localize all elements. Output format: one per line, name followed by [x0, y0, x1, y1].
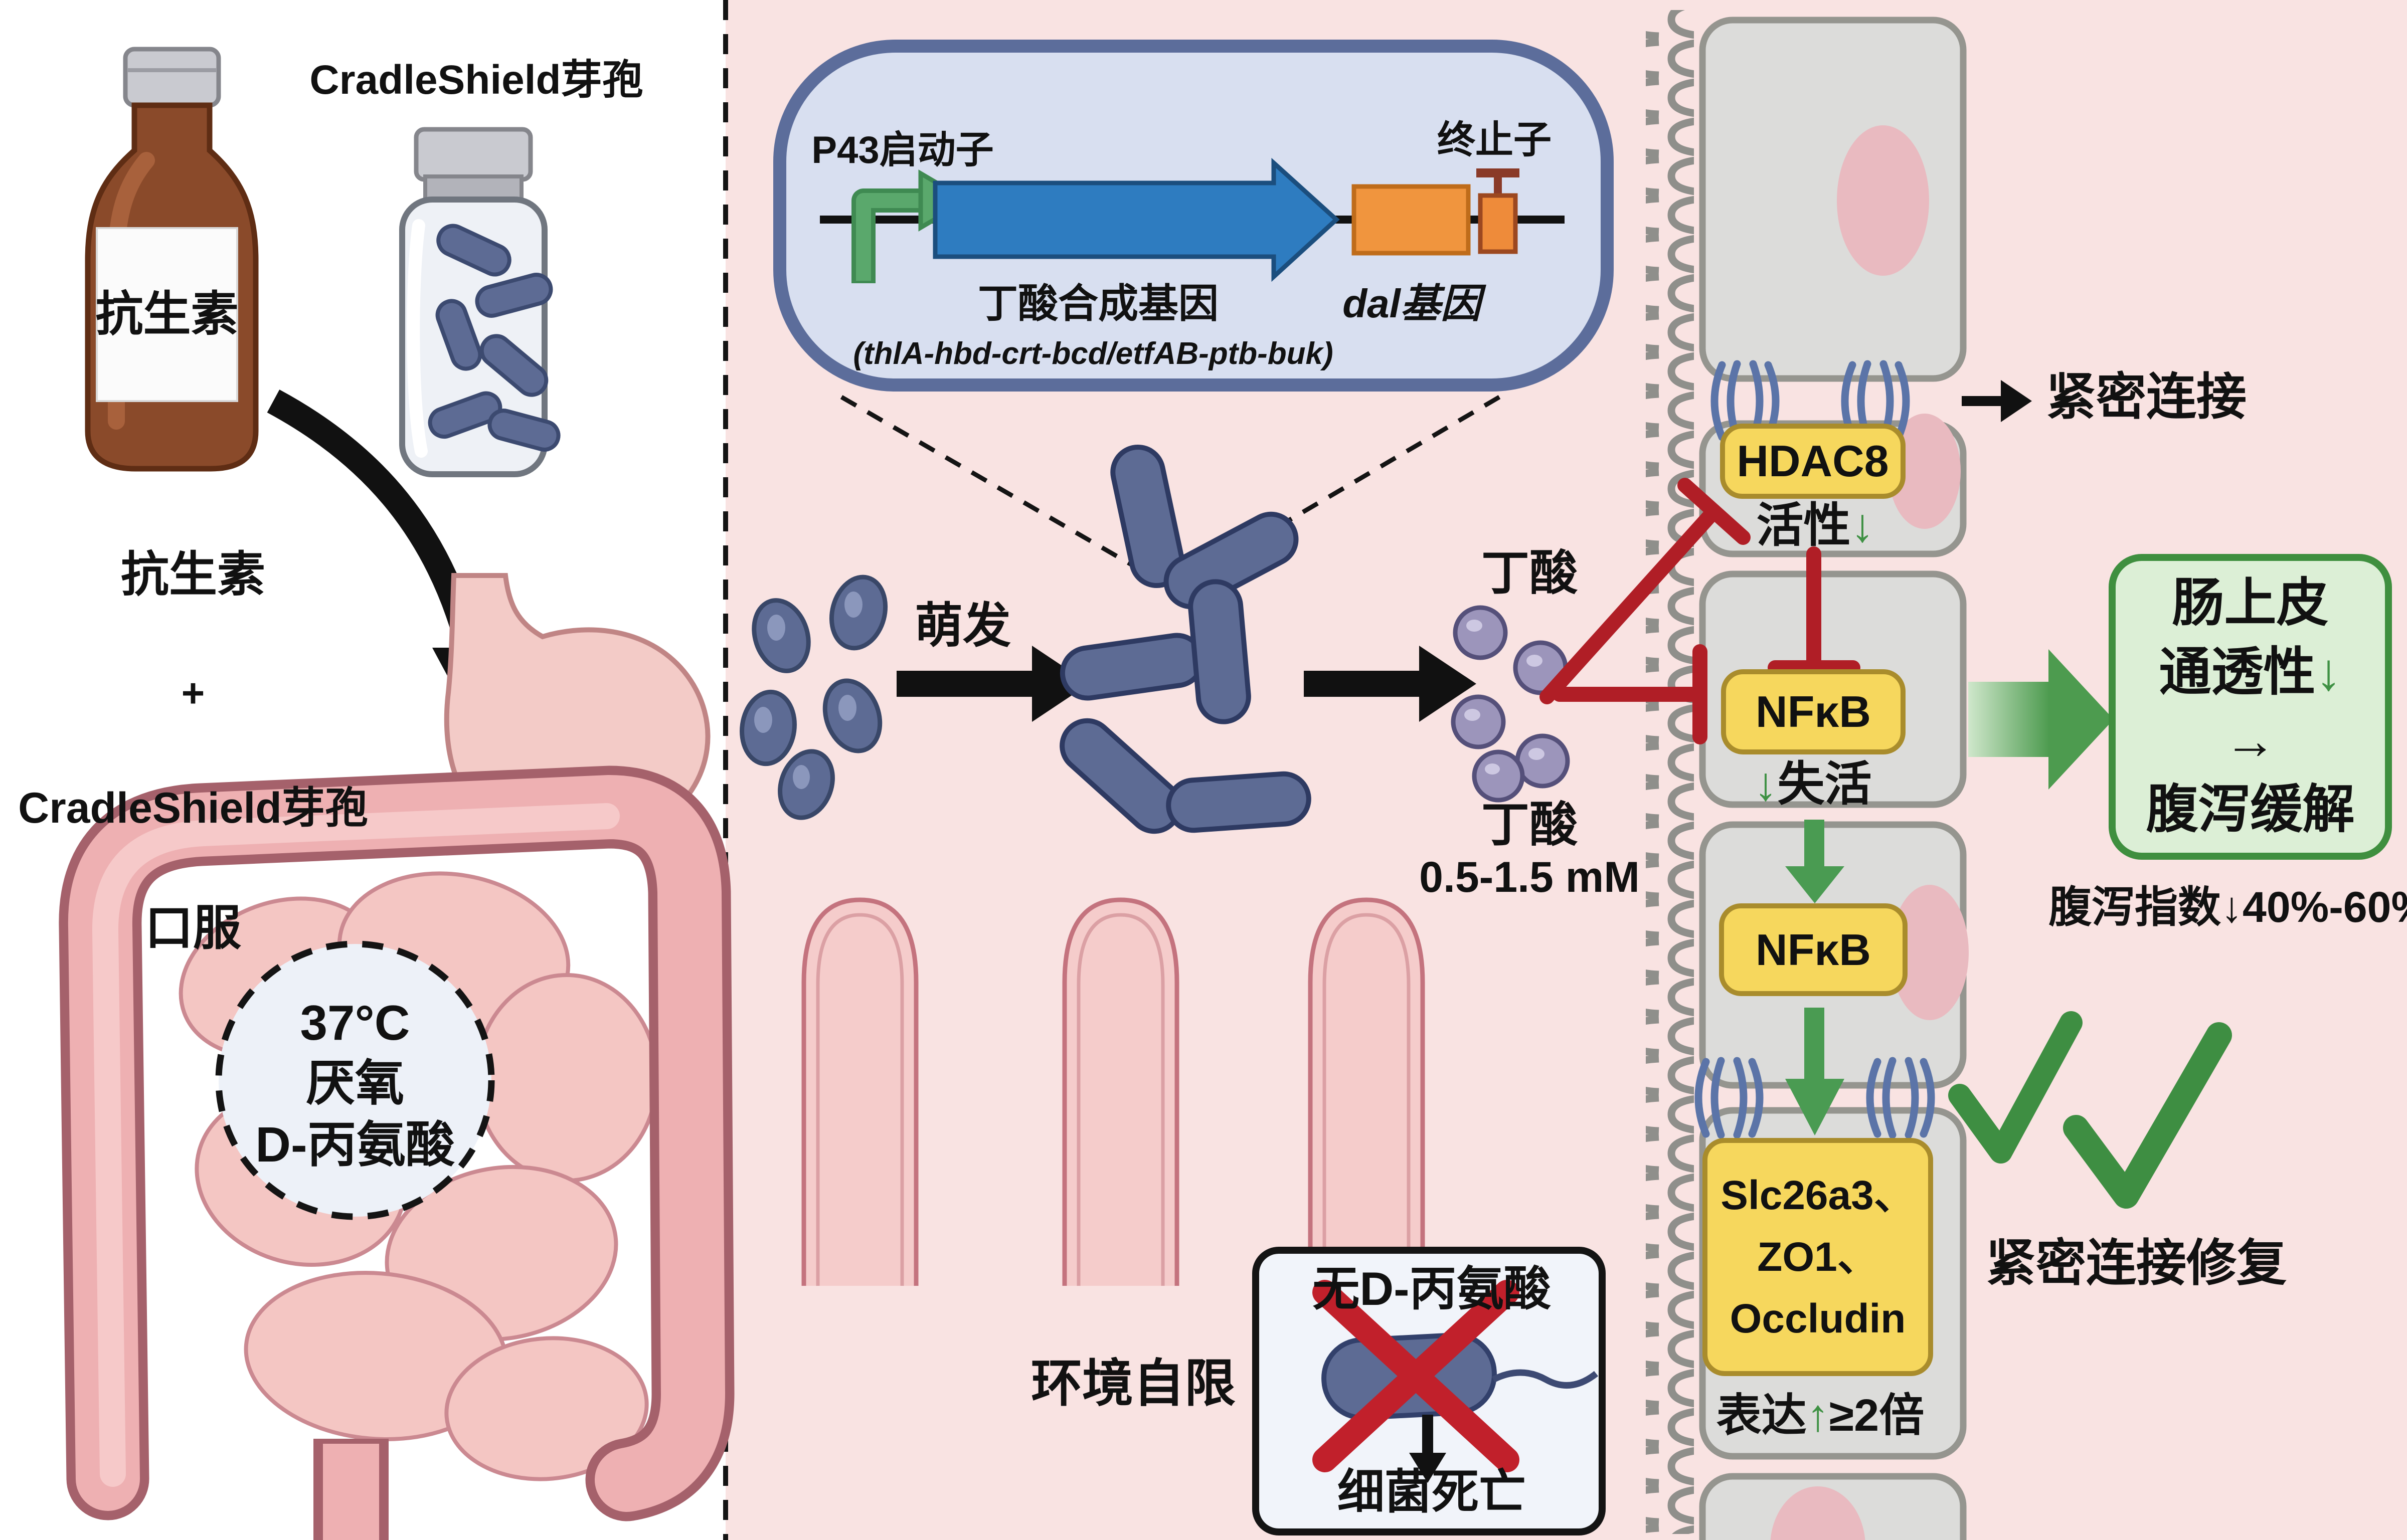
inactivation-text: 失活	[1777, 757, 1872, 811]
outcome-line1: 肠上皮	[2172, 574, 2329, 633]
tj-gene-slc26a3: Slc26a3、	[1721, 1173, 1915, 1218]
nfkb1-label: NFκB	[1756, 687, 1871, 736]
outcome-permeability: 通透性	[2159, 643, 2316, 701]
hdac8-activity-label: 活性↓	[1725, 500, 1906, 550]
outcome-line2: 通透性↓	[2159, 638, 2341, 707]
microvilli-brush-border	[1646, 10, 1694, 1534]
gut-condition-dala: D-丙氨酸	[255, 1116, 455, 1172]
tight-junction-pointer-arrow	[1962, 380, 2032, 422]
diarrhea-index-label: 腹泻指数↓40%-60%	[2048, 883, 2407, 931]
dal-gene-label: dal基因	[1342, 281, 1481, 326]
tj-genes-box: Slc26a3、 ZO1、 Occludin	[1702, 1138, 1933, 1376]
oral-text-plus: +	[181, 670, 205, 715]
outcome-arrow	[1968, 649, 2114, 790]
activity-text: 活性	[1756, 498, 1851, 551]
nfkb-box-2: NFκB	[1719, 903, 1908, 996]
expression-label: 表达↑≥2倍	[1685, 1388, 1956, 1444]
spores-cluster	[740, 574, 888, 820]
hdac8-label: HDAC8	[1737, 436, 1889, 486]
inhibition-lines	[1539, 478, 1860, 744]
nfkb-box-1: NFκB	[1721, 669, 1906, 754]
bacterial-death-label: 细菌死亡	[1337, 1465, 1526, 1518]
expression-value: ≥2倍	[1829, 1390, 1925, 1441]
gut-condition-anaerobic: 厌氧	[305, 1055, 404, 1110]
expression-up-arrow: ↑	[1806, 1390, 1829, 1441]
activity-down-arrow: ↓	[1850, 498, 1874, 551]
butyrate-gene-sublabel: (thlA-hbd-crt-bcd/etfAB-ptb-buk)	[853, 336, 1333, 371]
terminator-label: 终止子	[1437, 118, 1552, 161]
outcome-down-arrow: ↓	[2315, 643, 2342, 701]
tj-repair-label: 紧密连接修复	[1986, 1235, 2287, 1291]
red-x-icon	[1312, 1280, 1519, 1472]
self-limit-box-art	[1252, 1247, 1606, 1535]
butyrate-gene-label: 丁酸合成基因	[978, 281, 1219, 326]
antibiotic-bottle-label: 抗生素	[95, 287, 239, 341]
spore-vial-illustration	[399, 127, 561, 477]
colon-illustration	[59, 765, 735, 1521]
gut-conditions-circle	[215, 940, 495, 1220]
germinated-bacteria-cluster	[1060, 444, 1311, 834]
death-arrow-icon	[1409, 1415, 1446, 1483]
butyrate-molecules	[1451, 605, 1570, 803]
nfkb2-label: NFκB	[1756, 924, 1871, 975]
oral-text-line4: 口服	[145, 901, 241, 955]
nfkb-inactivation-label: ↓失活	[1720, 758, 1906, 811]
gene-construct-plasmid	[773, 40, 1614, 392]
no-dala-label: 无D-丙氨酸	[1312, 1262, 1551, 1315]
outcome-box: 肠上皮 通透性↓ → 腹泻缓解	[2109, 554, 2392, 860]
dal-gene-box-icon	[1351, 184, 1471, 256]
tj-gene-zo1: ZO1、	[1757, 1234, 1878, 1280]
butyrate-production-arrow	[1304, 646, 1476, 722]
self-limit-title: 环境自限	[1031, 1355, 1236, 1412]
villi-illustration	[801, 897, 1425, 1286]
tight-junction-label: 紧密连接	[2046, 369, 2247, 425]
butyrate-gene-arrow-icon	[933, 157, 1340, 282]
oral-text-line1: 抗生素	[121, 548, 265, 602]
tj-gene-occludin: Occludin	[1730, 1296, 1906, 1341]
expression-text: 表达	[1716, 1390, 1807, 1441]
germination-arrow	[897, 646, 1089, 722]
gut-condition-temp: 37°C	[300, 995, 410, 1050]
butyrate-label-top: 丁酸	[1481, 546, 1578, 600]
outcome-implies-arrow: →	[2224, 712, 2277, 770]
germination-label: 萌发	[915, 599, 1011, 653]
outcome-line3: 腹泻缓解	[2146, 781, 2355, 839]
spore-vial-title: CradleShield芽孢	[309, 57, 643, 103]
terminator-icon	[1476, 168, 1519, 254]
cell-nuclei	[1770, 125, 1969, 1540]
butyrate-label-bottom: 丁酸	[1481, 798, 1578, 852]
inactivation-down-arrow: ↓	[1754, 757, 1778, 811]
activation-arrows	[1785, 820, 1844, 1135]
check-mark-icons	[1948, 1011, 2232, 1209]
butyrate-concentration: 0.5-1.5 mM	[1419, 853, 1640, 901]
promoter-label: P43启动子	[811, 128, 994, 171]
hdac8-box: HDAC8	[1720, 424, 1906, 499]
antibiotic-bottle-illustration	[85, 47, 259, 472]
oral-text-line3: CradleShield芽孢	[18, 784, 368, 833]
